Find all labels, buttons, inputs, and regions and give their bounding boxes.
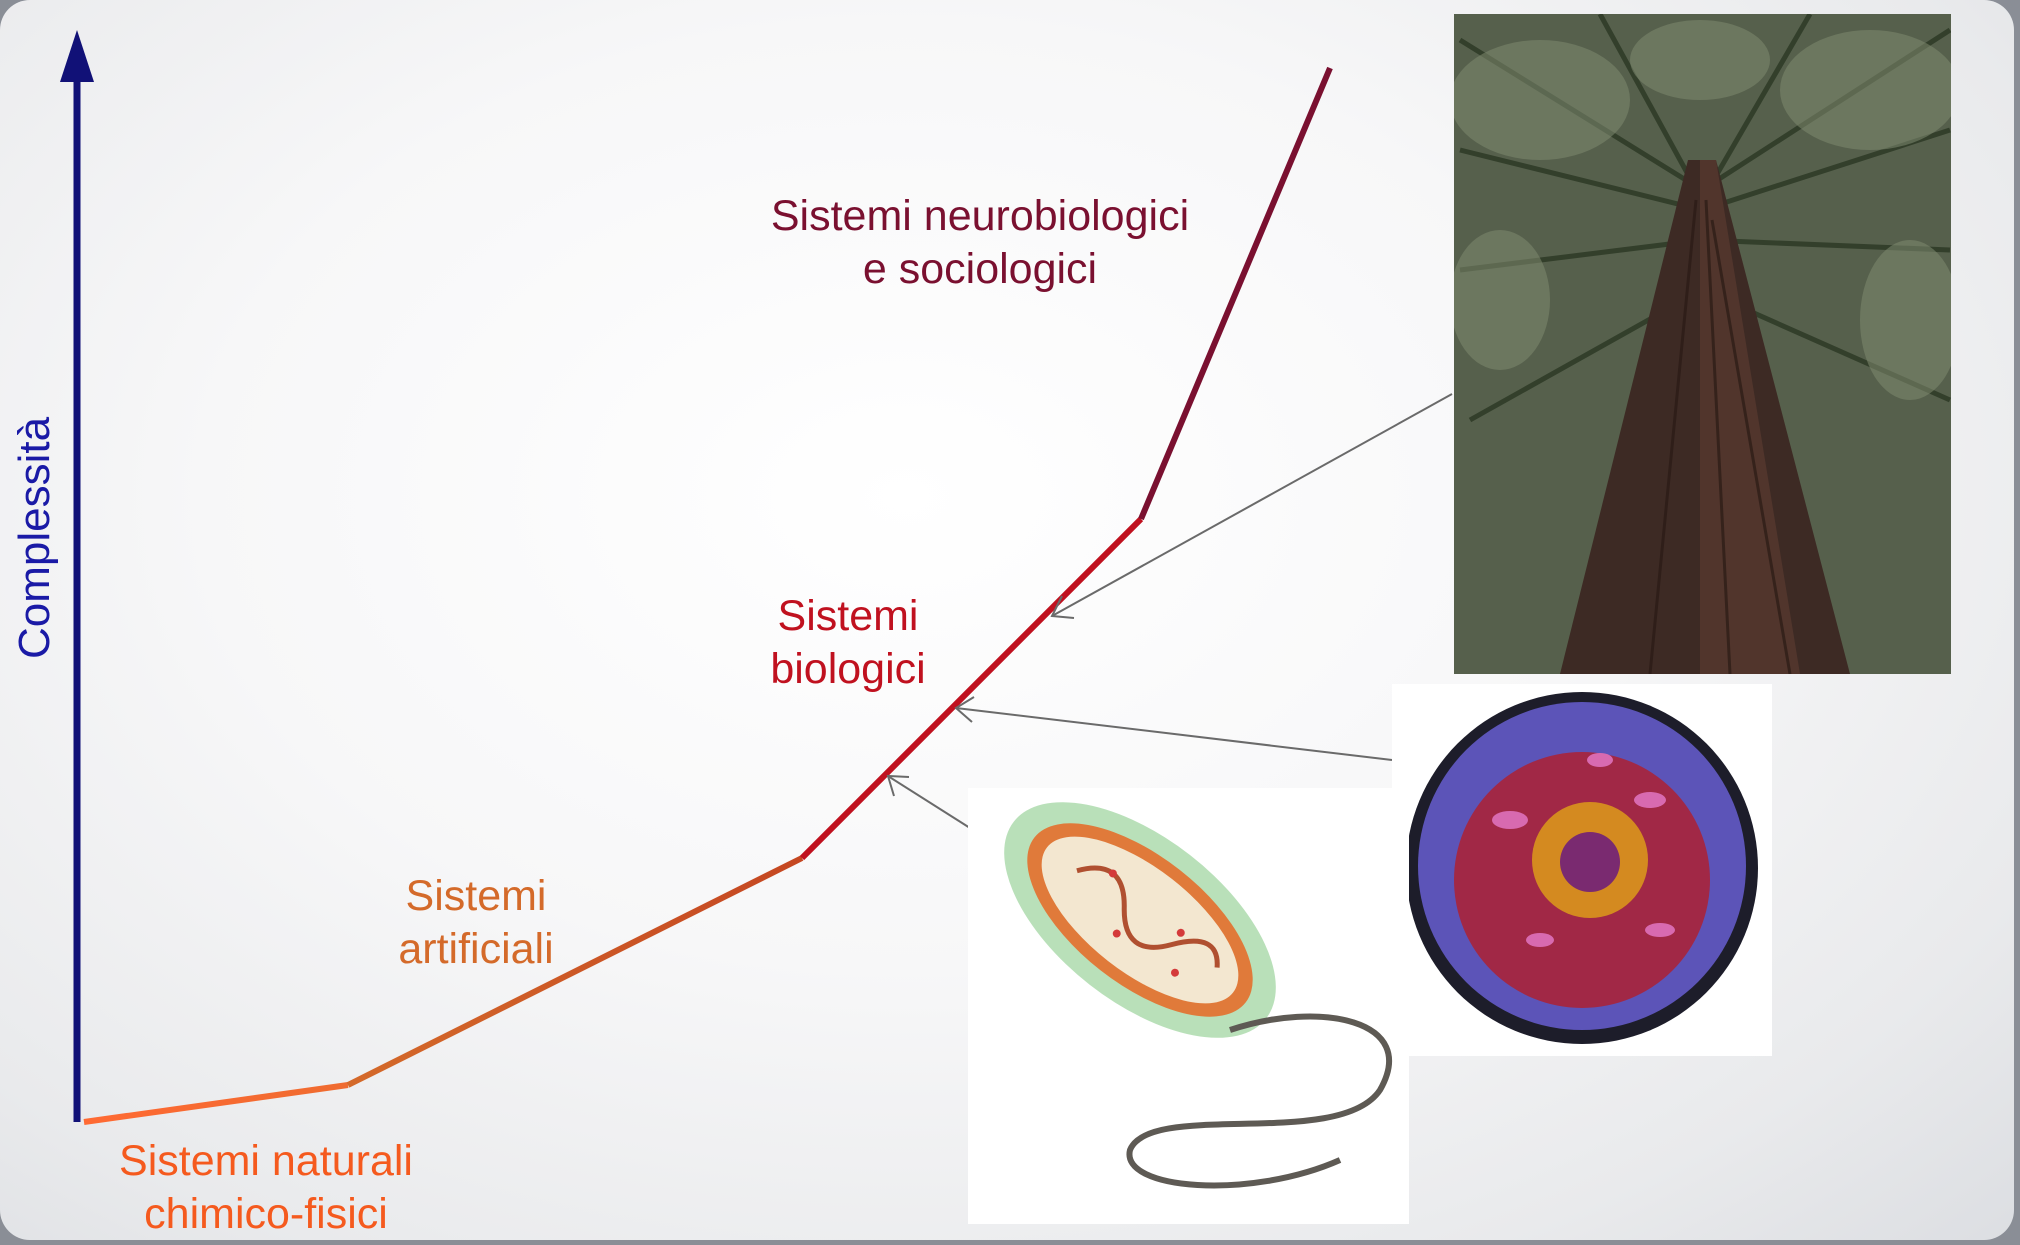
label-neurobiological-systems-line1: Sistemi neurobiologici — [730, 190, 1230, 243]
bacterium-illustration — [963, 757, 1409, 1224]
label-natural-systems-line2: chimico-fisici — [96, 1188, 436, 1240]
label-artificial-systems-line1: Sistemi — [366, 870, 586, 923]
label-natural-systems-line1: Sistemi naturali — [96, 1135, 436, 1188]
label-natural-systems: Sistemi naturali chimico-fisici — [96, 1135, 436, 1240]
label-biological-systems-line1: Sistemi — [738, 590, 958, 643]
label-biological-systems-line2: biologici — [738, 643, 958, 696]
redwood-tree-photo — [1450, 14, 1960, 674]
segment-natural-systems — [84, 1085, 348, 1122]
label-neurobiological-systems-line2: e sociologici — [730, 243, 1230, 296]
label-biological-systems: Sistemi biologici — [738, 590, 958, 696]
pointer-arrows — [888, 394, 1452, 828]
y-axis-arrowhead — [60, 30, 94, 82]
arrow-tree — [1052, 394, 1452, 616]
label-neurobiological-systems: Sistemi neurobiologici e sociologici — [730, 190, 1230, 296]
y-axis-label: Complessità — [10, 417, 60, 659]
arrow-cell — [956, 708, 1392, 760]
eukaryotic-cell-illustration — [1392, 684, 1772, 1056]
label-artificial-systems-line2: artificiali — [366, 923, 586, 976]
arrow-bacterium — [888, 776, 970, 828]
label-artificial-systems: Sistemi artificiali — [366, 870, 586, 976]
